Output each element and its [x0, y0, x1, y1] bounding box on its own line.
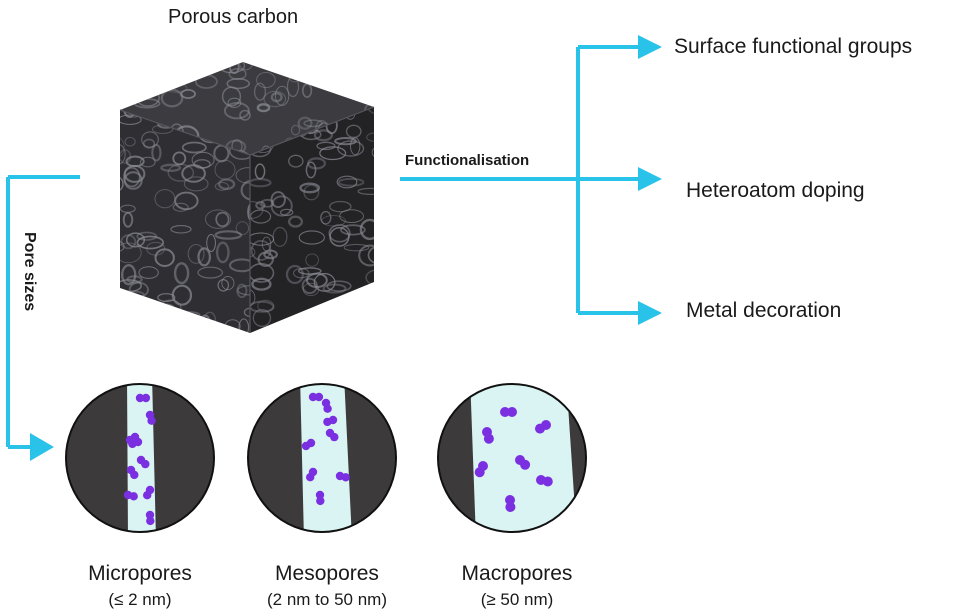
molecule-dot — [330, 432, 339, 442]
arrowhead-pores — [30, 433, 54, 461]
molecule-dot — [520, 459, 531, 470]
molecule-dot — [128, 439, 137, 449]
molecule-dot — [341, 473, 350, 482]
functionalisation-arrows — [400, 35, 662, 325]
arrowhead-heteroatom — [638, 167, 662, 191]
molecule-dot — [147, 416, 156, 425]
mesopores-range: (2 nm to 50 nm) — [267, 590, 387, 609]
mesopore-molecules — [301, 392, 350, 506]
micropore-molecules — [123, 393, 156, 526]
molecule-dot — [323, 417, 332, 427]
molecule-dot — [315, 490, 325, 500]
molecule-dot — [301, 441, 311, 451]
cube-side-face — [250, 107, 374, 333]
macropores-range: (≥ 50 nm) — [480, 590, 554, 609]
molecule-dot — [306, 473, 315, 482]
micropores-range: (≤ 2 nm) — [108, 590, 172, 609]
molecule-dot — [141, 393, 151, 403]
molecule-dot — [130, 470, 139, 480]
pore-sizes-arrow — [6, 175, 80, 461]
functionalisation-label: Functionalisation — [405, 152, 530, 169]
molecule-dot — [323, 404, 332, 413]
micropores-name: Micropores — [88, 562, 192, 585]
branch-metal-decoration: Metal decoration — [686, 299, 842, 322]
molecule-dot — [535, 423, 545, 434]
pore-mesopores — [247, 383, 397, 533]
molecule-dot — [314, 392, 324, 402]
pore-micropores — [65, 383, 215, 533]
arrowhead-surface — [638, 35, 662, 59]
pore-sizes-label: Pore sizes — [21, 232, 38, 312]
pore-macropores — [437, 383, 587, 533]
molecule-dot — [507, 407, 517, 417]
molecule-dot — [129, 492, 138, 501]
molecule-dot — [483, 433, 494, 444]
molecule-dot — [145, 510, 155, 520]
molecule-dot — [474, 467, 485, 478]
molecule-dot — [316, 496, 325, 506]
molecule-dot — [505, 502, 516, 512]
branch-surface-functional-groups: Surface functional groups — [674, 35, 913, 58]
molecule-dot — [141, 459, 150, 469]
macropores-name: Macropores — [461, 562, 573, 585]
porous-carbon-cube — [119, 62, 375, 333]
porous-carbon-title: Porous carbon — [168, 6, 299, 28]
arrowhead-metal — [638, 301, 662, 325]
macropore-molecules — [474, 407, 553, 512]
molecule-dot — [500, 407, 510, 417]
molecule-dot — [308, 392, 318, 402]
molecule-dot — [143, 491, 152, 500]
branch-heteroatom-doping: Heteroatom doping — [686, 179, 865, 202]
mesopores-name: Mesopores — [275, 562, 379, 585]
molecule-dot — [146, 516, 155, 526]
molecule-dot — [542, 476, 553, 487]
molecule-dot — [135, 393, 145, 403]
